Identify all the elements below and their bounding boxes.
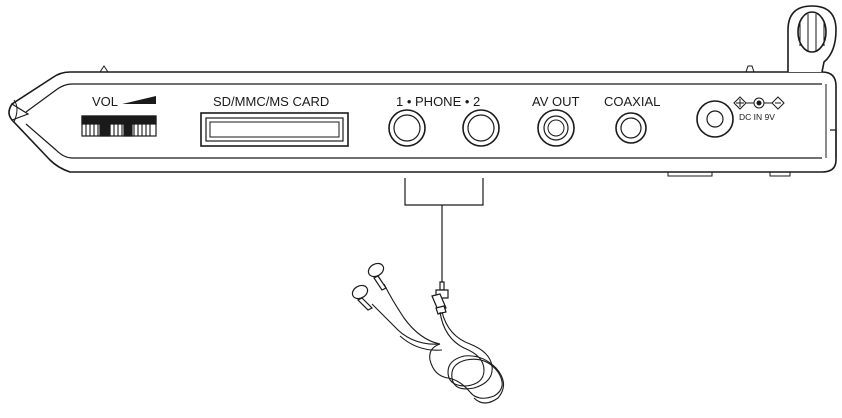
headphone-plug <box>431 281 449 315</box>
device-body <box>8 65 837 177</box>
dc-polarity-icon <box>733 96 785 110</box>
av-out-jack[interactable] <box>537 109 575 147</box>
coaxial-label: COAXIAL <box>604 94 660 109</box>
card-slot[interactable] <box>200 112 349 147</box>
phone-label: 1 • PHONE • 2 <box>396 94 480 109</box>
av-out-label: AV OUT <box>532 94 579 109</box>
hinge <box>787 5 837 73</box>
card-slot-label: SD/MMC/MS CARD <box>213 94 329 109</box>
dc-in-label: DC IN 9V <box>739 112 775 122</box>
dc-in-jack[interactable] <box>696 100 734 138</box>
phone-callout-bracket <box>404 178 484 282</box>
earbud-right <box>351 284 374 311</box>
phone-jack-2[interactable] <box>462 109 500 147</box>
earbud-left <box>367 262 387 291</box>
phone-jack-1[interactable] <box>388 109 426 147</box>
coaxial-jack[interactable] <box>615 112 647 144</box>
vol-label: VOL <box>92 94 118 109</box>
volume-ramp-icon <box>122 96 156 104</box>
volume-thumbwheel[interactable] <box>81 115 157 137</box>
earphones <box>351 262 505 404</box>
